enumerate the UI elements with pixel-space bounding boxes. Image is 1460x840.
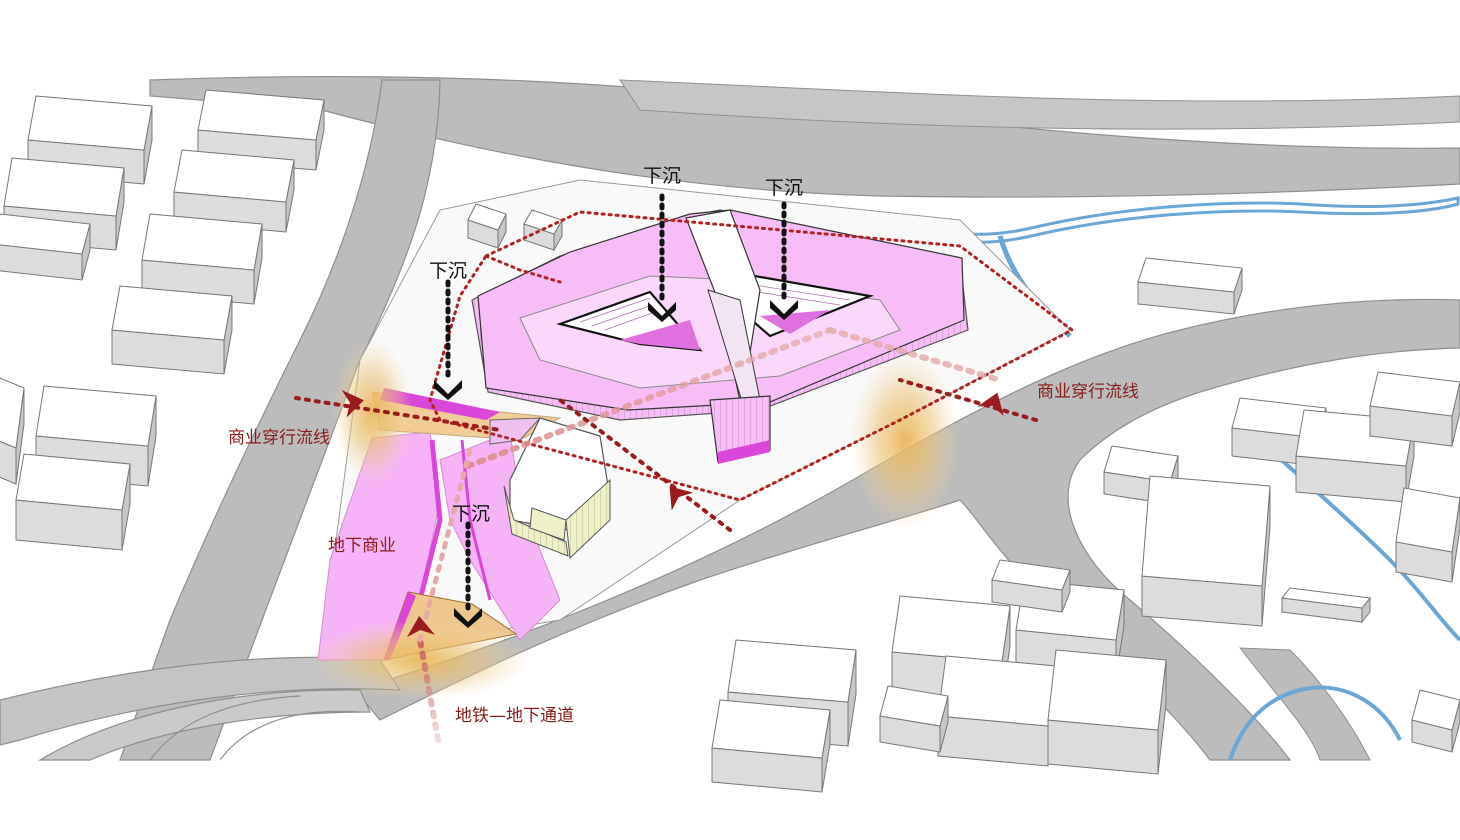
- label-sunk-4: 下沉: [452, 503, 490, 525]
- context-building: [1282, 588, 1370, 622]
- label-sunk-2: 下沉: [765, 177, 803, 199]
- context-building: [1142, 476, 1270, 626]
- context-building: [1396, 488, 1460, 582]
- context-building: [16, 454, 130, 550]
- context-building: [712, 700, 830, 792]
- context-building: [1370, 372, 1460, 446]
- context-building: [1412, 690, 1460, 752]
- context-building: [938, 656, 1056, 766]
- context-building: [0, 378, 24, 484]
- label-commercial-flow-right: 商业穿行流线: [1037, 382, 1139, 402]
- context-building: [112, 286, 232, 374]
- context-building: [1138, 258, 1242, 314]
- label-sunk-1: 下沉: [643, 165, 681, 187]
- context-building: [0, 214, 90, 280]
- label-underground-commercial: 地下商业: [328, 536, 396, 556]
- label-commercial-flow-left: 商业穿行流线: [228, 428, 330, 448]
- context-building: [880, 686, 948, 752]
- context-building: [1048, 650, 1166, 774]
- label-metro-passage: 地铁—地下通道: [455, 706, 574, 726]
- label-sunk-3: 下沉: [429, 260, 467, 282]
